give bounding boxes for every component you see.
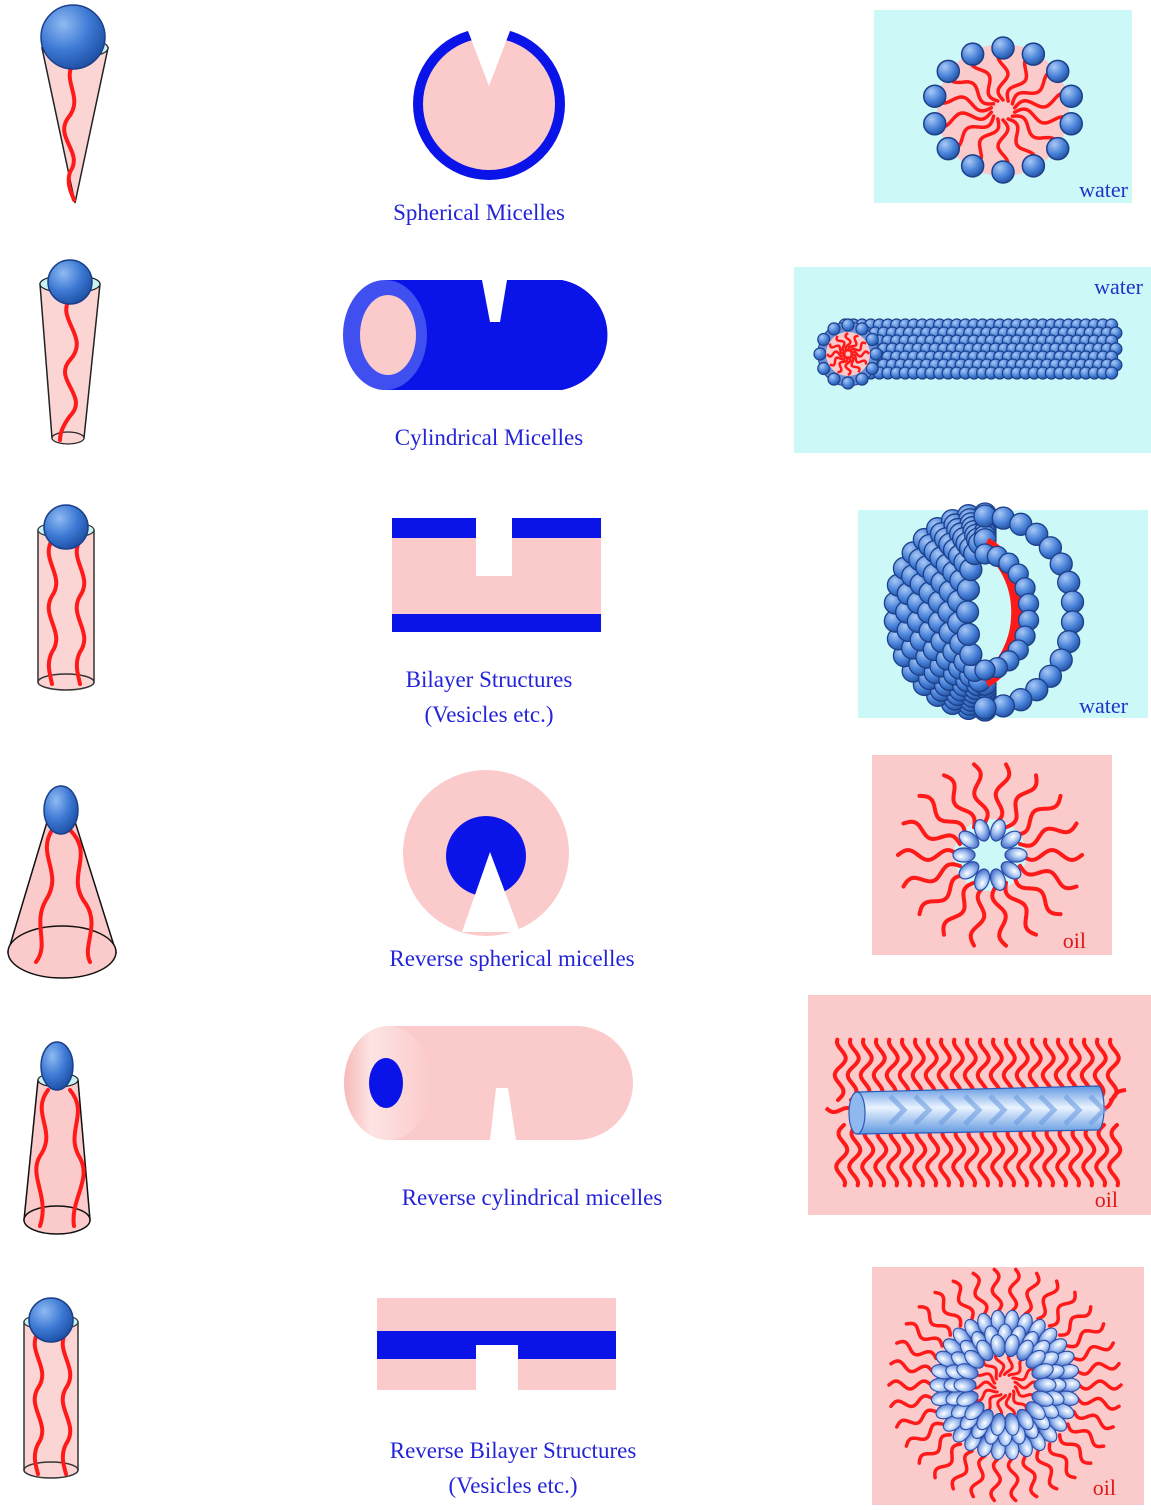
label-reverse-bilayer-line1: Reverse Bilayer Structures [390,1438,637,1463]
medium-label-water: water [1079,693,1129,718]
label-spherical: Spherical Micelles [393,200,565,225]
inverted-truncated-cone-amphiphile [24,1042,90,1234]
head-group-icon [41,5,105,69]
row-reverse-cylindrical: Reverse cylindrical micelles oil [24,995,1151,1234]
cylinder-body [24,1322,78,1470]
inverted-cone-amphiphile [8,786,116,978]
head-group-icon [842,319,854,331]
head-group-icon [866,334,878,346]
cylindrical-micelle-molecules [814,319,1122,389]
head-group-icon [818,363,830,375]
head-group-icon [856,323,868,335]
spherical-micelle-schematic [413,10,565,180]
head-group-icon [937,60,959,82]
head-group-icon [1060,85,1082,107]
head-group-icon [818,334,830,346]
bilayer-schematic [392,518,601,632]
label-bilayer-line1: Bilayer Structures [406,667,573,692]
bilayer-top-right [512,518,601,538]
head-group-icon [44,505,88,549]
head-group-icon [924,85,946,107]
head-group-icon [44,786,78,834]
head-group-icon [992,37,1014,59]
medium-label-oil: oil [1063,928,1086,953]
head-group-icon [974,697,996,719]
head-group-icon [957,601,979,623]
head-group-icon [924,113,946,135]
bilayer-bottom [392,614,601,632]
head-group-icon [1047,138,1069,160]
head-group-icon [29,1298,73,1342]
label-cylindrical: Cylindrical Micelles [395,425,583,450]
head-group-icon [1022,43,1044,65]
head-group-icon [48,260,92,304]
medium-label-water: water [1094,274,1144,299]
head-group-icon [1062,591,1084,613]
head-group-icon [1062,611,1084,633]
head-group-icon [856,373,868,385]
bilayer-top [377,1298,616,1331]
row-spherical: Spherical Micelles water [41,5,1132,225]
reverse-spherical-schematic [403,770,569,936]
reverse-bilayer-schematic [377,1298,616,1390]
cylinder-body [38,530,94,682]
head-group-icon [937,138,959,160]
reverse-cylindrical-schematic [344,1026,633,1140]
cylinder-core [369,1058,403,1108]
cone-bottom [8,926,116,978]
cone-bottom [52,432,84,444]
head-group-icon [870,348,882,360]
head-group-icon [842,377,854,389]
head-group-icon [814,348,826,360]
cylinder-bottom [24,1462,78,1478]
head-group-icon [975,660,995,680]
head-group-icon [962,43,984,65]
row-reverse-spherical: Reverse spherical micelles oil [8,755,1112,978]
label-reverse-cylindrical: Reverse cylindrical micelles [402,1185,663,1210]
head-group-icon [953,848,975,862]
head-group-icon [828,373,840,385]
head-group-icon [992,161,1014,183]
cone-bottom [24,1206,90,1234]
truncated-cone-amphiphile [40,260,100,444]
head-group-icon [962,155,984,177]
cylinder-bottom [38,674,94,690]
cylindrical-micelle-schematic [343,280,607,390]
row-bilayer: Bilayer Structures (Vesicles etc.) water [38,503,1148,727]
head-group-icon [1058,571,1080,593]
head-group-icon [1034,1378,1056,1392]
cylinder-amphiphile [38,505,94,690]
head-group-icon [828,323,840,335]
bilayer-top-left [392,518,476,538]
head-group-icon [1060,113,1082,135]
medium-label-water: water [1079,177,1129,202]
row-cylindrical: Cylindrical Micelles water [40,260,1151,453]
cone-body [24,1080,90,1220]
head-group-icon [41,1042,73,1090]
cone-amphiphile [41,5,108,203]
medium-label-oil: oil [1095,1187,1118,1212]
head-group-icon [954,1378,976,1392]
notch-cut [476,1345,518,1390]
head-group-icon [866,363,878,375]
head-group-icon [1022,155,1044,177]
head-group-icon [1005,848,1027,862]
medium-label-oil: oil [1093,1475,1116,1500]
head-group-icon [1106,367,1118,379]
label-reverse-spherical: Reverse spherical micelles [389,946,634,971]
cylinder-core [360,295,416,375]
cone-body [42,48,108,203]
head-group-icon [957,623,979,645]
label-reverse-bilayer-line2: (Vesicles etc.) [449,1473,578,1498]
row-reverse-bilayer: Reverse Bilayer Structures (Vesicles etc… [24,1267,1144,1505]
cylinder-amphiphile [24,1298,78,1478]
notch-cut [476,518,512,576]
head-group-icon [957,579,979,601]
tube-end [849,1092,865,1134]
label-bilayer-line2: (Vesicles etc.) [425,702,554,727]
head-group-icon [1047,60,1069,82]
